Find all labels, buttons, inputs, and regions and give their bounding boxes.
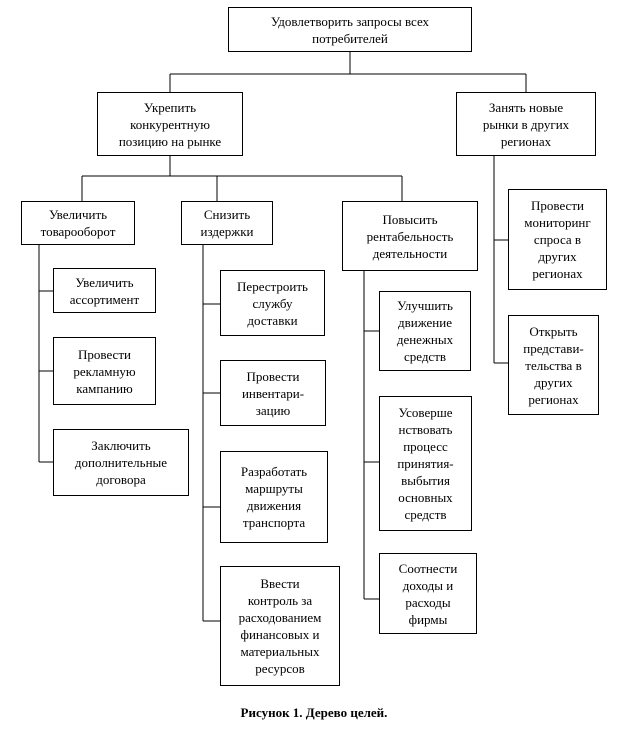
goal-box: Улучшить движение денежных средств [379,291,471,371]
group-costs-title: Снизить издержки [181,201,273,245]
goal-box: Провести мониторинг спроса в других реги… [508,189,607,290]
goal-box: Увеличить ассортимент [53,268,156,313]
goal-box: Открыть представи- тельства в других рег… [508,315,599,415]
group-turnover-title: Увеличить товарооборот [21,201,135,245]
goal-box: Соотнести доходы и расходы фирмы [379,553,477,634]
goal-box: Провести рекламную кампанию [53,337,156,405]
goal-box: Заключить дополнительные договора [53,429,189,496]
goal-box: Ввести контроль за расходованием финансо… [220,566,340,686]
root-goal: Удовлетворить запросы всех потребителей [228,7,472,52]
figure-caption: Рисунок 1. Дерево целей. [240,705,388,720]
branch-new-markets: Занять новые рынки в других регионах [456,92,596,156]
group-profitability-title: Повысить рентабельность деятельности [342,201,478,271]
goal-box: Провести инвентари- зацию [220,360,326,426]
branch-competitive-position: Укрепить конкурентную позицию на рынке [97,92,243,156]
goal-box: Перестроить службу доставки [220,270,325,336]
goal-box: Разработать маршруты движения транспорта [220,451,328,543]
goal-box: Усоверше нствовать процесс принятия- выб… [379,396,472,531]
